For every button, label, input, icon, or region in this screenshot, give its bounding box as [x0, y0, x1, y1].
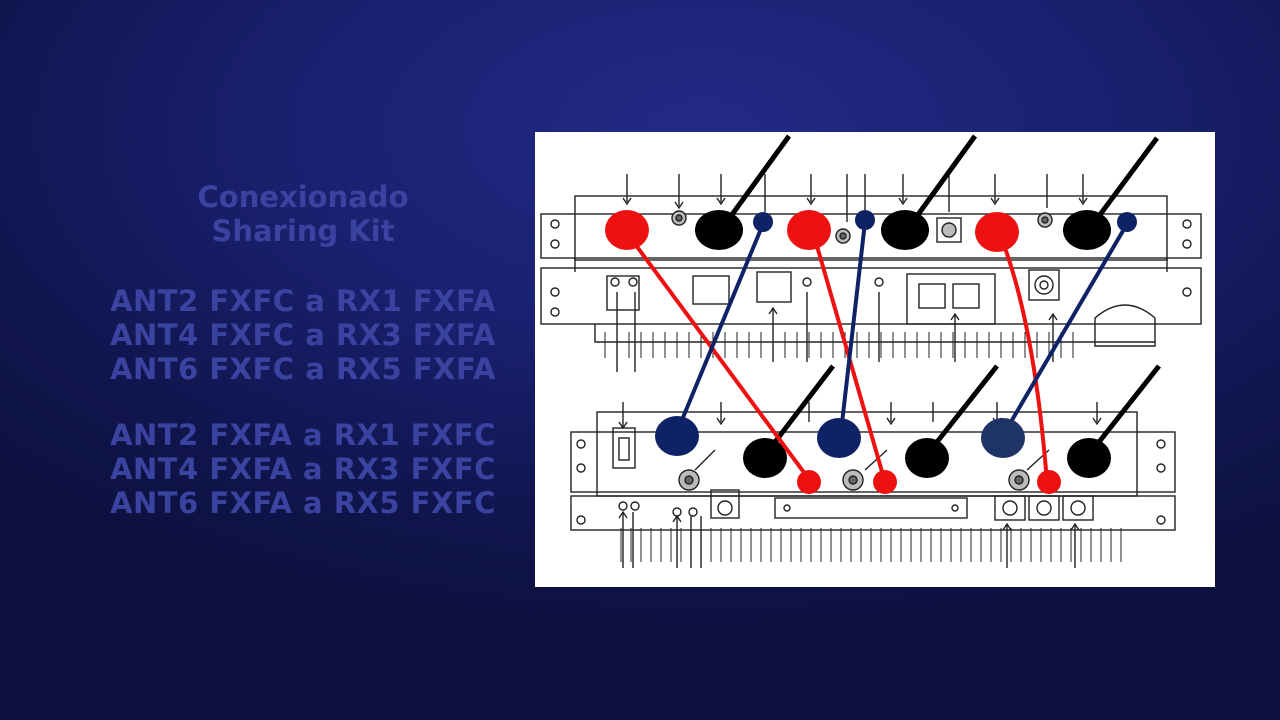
blue-cables	[675, 221, 1129, 434]
connection-group-fxfa-to-fxfc: ANT2 FXFA a RX1 FXFC ANT4 FXFA a RX3 FXF…	[100, 418, 506, 520]
black-cables-top	[695, 134, 1160, 250]
wiring-diagram	[535, 132, 1215, 587]
connection-line: ANT6 FXFC a RX5 FXFA	[110, 352, 496, 386]
connection-line: ANT2 FXFA a RX1 FXFC	[110, 418, 496, 452]
connection-line: ANT4 FXFC a RX3 FXFA	[110, 318, 496, 352]
instructions-panel: Conexionado Sharing Kit ANT2 FXFC a RX1 …	[100, 180, 506, 520]
black-cables-bottom	[743, 364, 1161, 478]
red-connectors	[605, 210, 1061, 494]
wiring-diagram-svg	[540, 134, 1202, 568]
top-module-fxfc	[540, 174, 1202, 372]
connection-line: ANT2 FXFC a RX1 FXFA	[110, 284, 496, 318]
title-line-1: Conexionado	[197, 180, 409, 214]
bottom-module-fxfa	[570, 402, 1176, 568]
title-line-2: Sharing Kit	[211, 214, 395, 248]
connection-group-fxfc-to-fxfa: ANT2 FXFC a RX1 FXFA ANT4 FXFC a RX3 FXF…	[100, 284, 506, 386]
connection-line: ANT6 FXFA a RX5 FXFC	[110, 486, 496, 520]
red-cables	[633, 242, 1049, 484]
connection-line: ANT4 FXFA a RX3 FXFC	[110, 452, 496, 486]
blue-connectors	[655, 210, 1137, 458]
